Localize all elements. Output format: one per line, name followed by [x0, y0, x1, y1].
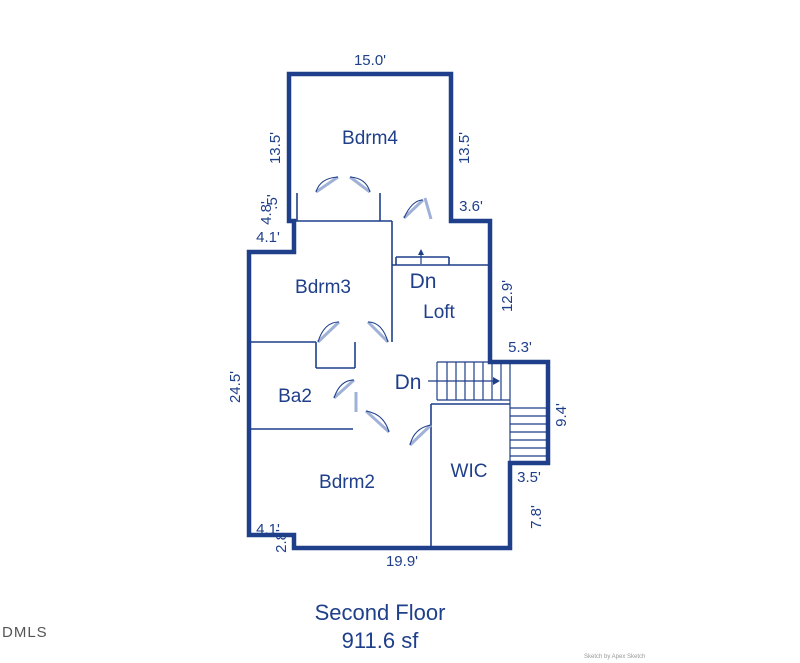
- dimension-top-width: 15.0': [354, 52, 386, 69]
- floor-title: Second Floor: [314, 600, 446, 625]
- dimension-wic-jog: 7.8': [528, 505, 545, 529]
- room-label-bdrm2: Bdrm2: [319, 472, 375, 493]
- interior-walls: [249, 193, 510, 548]
- dimension-stair-width: 5.3': [508, 339, 532, 356]
- doors: [315, 175, 433, 447]
- floor-area: 911.6 sf: [341, 628, 419, 653]
- dimension-left-height: 24.5': [227, 371, 244, 403]
- staircase: [418, 249, 548, 463]
- dimension-loft-height: 12.9': [499, 280, 516, 312]
- mls-watermark: DMLS: [2, 624, 48, 641]
- dimension-bottom-notch-a: 4.1': [256, 521, 280, 538]
- stair-down-label-upper: Dn: [410, 270, 437, 293]
- dimension-notch-a: 4.8': [258, 201, 275, 225]
- exterior-wall: [246, 71, 551, 551]
- dimension-landing: 3.5': [517, 469, 541, 486]
- dimension-stair-run: 9.4': [553, 403, 570, 427]
- dimension-notch-b: .5': [264, 194, 281, 210]
- sketch-credit: Sketch by Apex Sketch: [584, 654, 646, 660]
- room-label-loft: Loft: [423, 302, 455, 323]
- room-label-bdrm4: Bdrm4: [342, 128, 398, 149]
- dimension-bottom-width: 19.9': [386, 553, 418, 570]
- room-label-wic: WIC: [451, 461, 488, 482]
- room-label-bdrm3: Bdrm3: [295, 277, 351, 298]
- dimension-bottom-notch-b: 2.8': [273, 529, 290, 553]
- dimension-loft-jog: 3.6': [459, 198, 483, 215]
- dimension-bdrm4-right: 13.5': [456, 132, 473, 164]
- dimension-notch-c: 4.1': [256, 229, 280, 246]
- dimension-bdrm4-left: 13.5': [267, 132, 284, 164]
- stair-down-label-lower: Dn: [395, 371, 422, 394]
- room-label-ba2: Ba2: [278, 386, 312, 407]
